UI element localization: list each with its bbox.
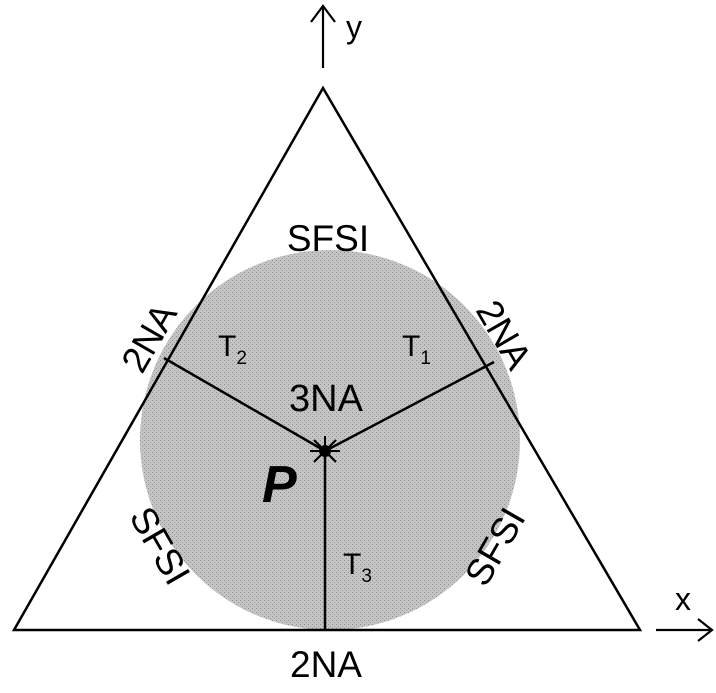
label-t1: T1 — [402, 330, 431, 369]
y-axis-label: y — [346, 9, 362, 45]
y-axis-arrow — [310, 4, 336, 68]
point-p-marker — [310, 436, 340, 466]
shaded-region — [140, 250, 520, 630]
label-t3-sub: 3 — [361, 566, 372, 587]
label-t2: T2 — [218, 330, 247, 369]
label-t3-base: T — [343, 548, 361, 581]
x-axis-label: x — [675, 581, 691, 617]
label-3na: 3NA — [289, 378, 364, 420]
point-p-label: P — [262, 456, 297, 514]
label-t2-base: T — [218, 330, 236, 363]
triangle-outline — [11, 85, 643, 632]
label-t1-sub: 1 — [420, 348, 431, 369]
label-t3: T3 — [343, 548, 372, 587]
label-sfsi-top: SFSI — [287, 218, 369, 259]
label-t1-base: T — [402, 330, 420, 363]
segment-t1 — [324, 360, 495, 453]
label-2na-bottom-edge: 2NA — [290, 644, 362, 685]
label-t2-sub: 2 — [236, 348, 247, 369]
x-axis-arrow — [656, 618, 714, 642]
segment-t2 — [163, 356, 326, 453]
